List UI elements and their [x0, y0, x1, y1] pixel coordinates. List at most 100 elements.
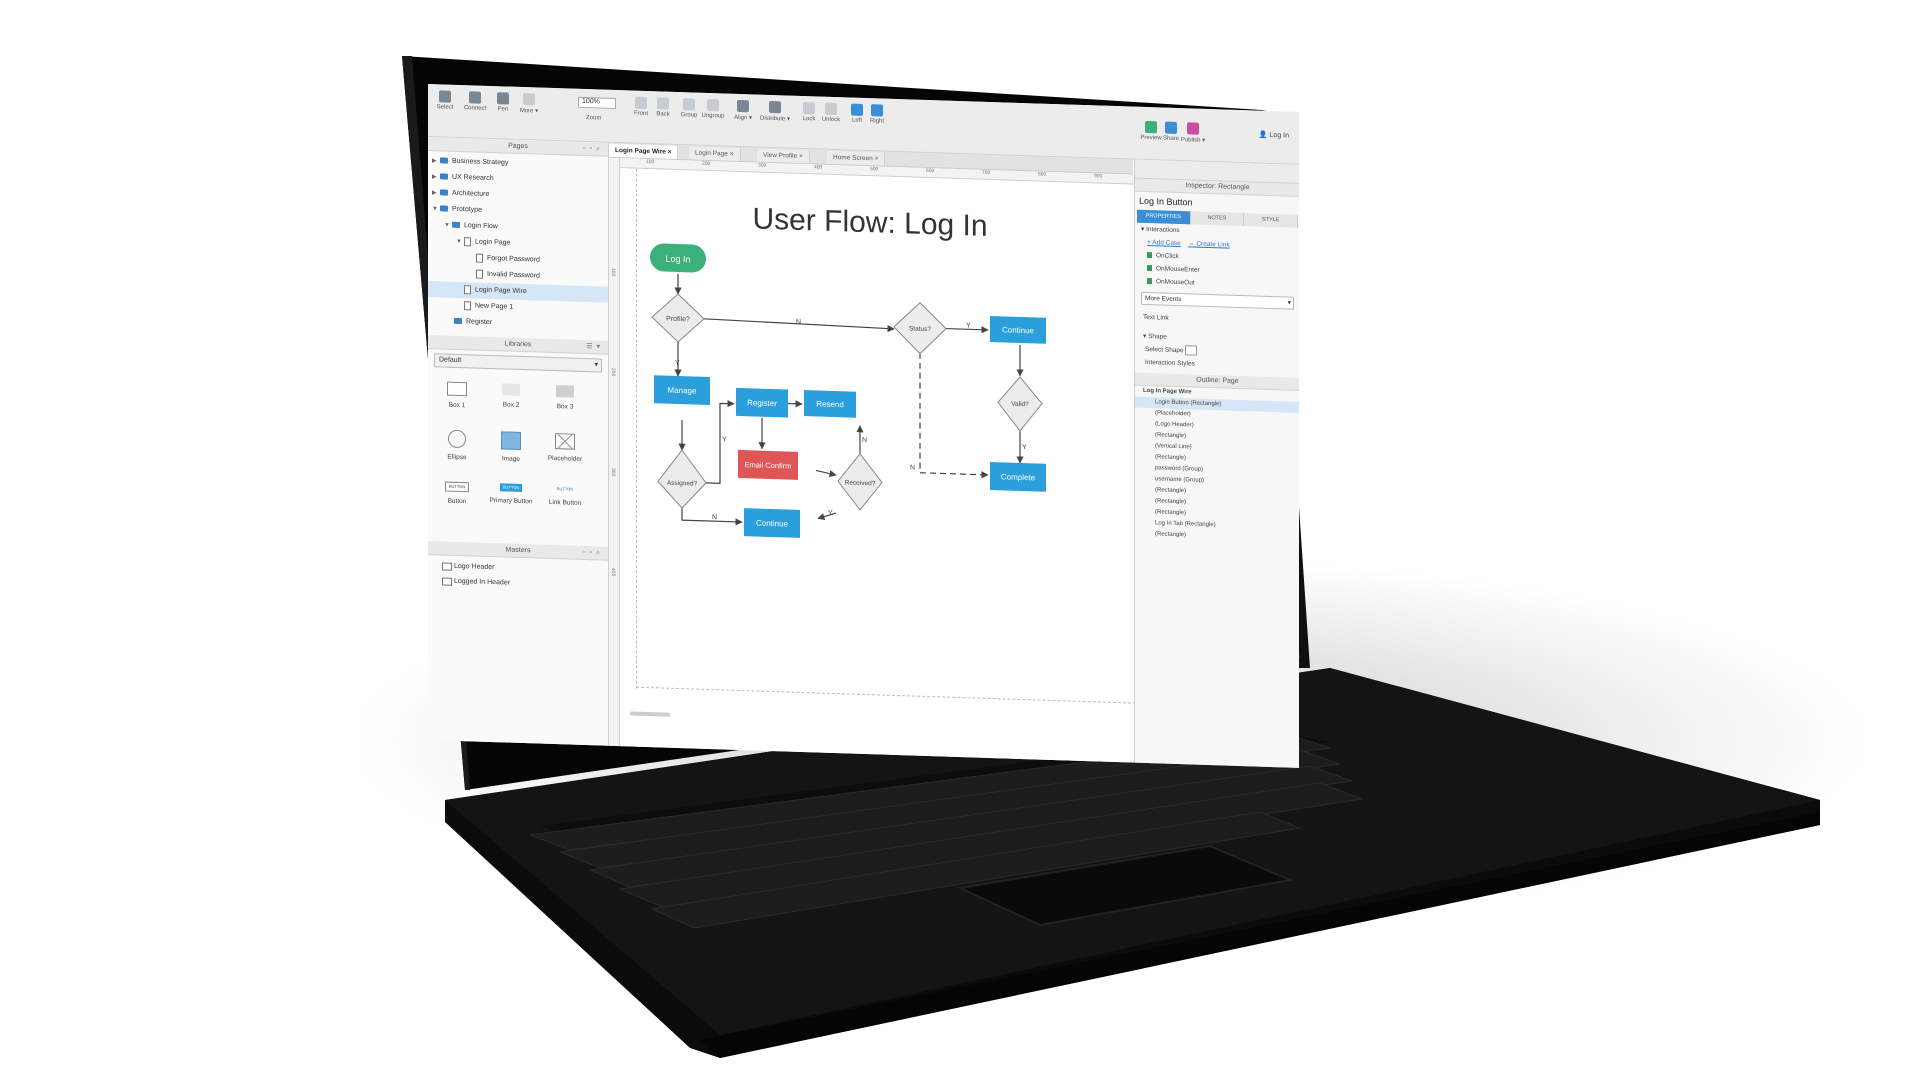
distribute-icon — [769, 100, 781, 114]
select-icon — [439, 90, 451, 103]
tab-home-screen[interactable]: Home Screen × — [827, 150, 886, 166]
node-manage[interactable]: Manage — [654, 375, 710, 406]
send-back-icon — [657, 97, 669, 110]
edge-label-received-n: N — [862, 437, 867, 444]
node-resend[interactable]: Resend — [804, 390, 856, 418]
chevron-down-icon: ▾ — [594, 361, 598, 369]
svg-text:Valid?: Valid? — [1011, 401, 1029, 409]
svg-text:Log In: Log In — [665, 254, 690, 265]
page-icon — [464, 236, 471, 247]
svg-text:Email Confirm: Email Confirm — [744, 460, 791, 471]
horizontal-scrollbar[interactable] — [630, 711, 670, 717]
node-assigned-decision[interactable]: Assigned? — [657, 449, 707, 509]
library-ellipse[interactable]: Ellipse — [432, 429, 482, 462]
edge-label-status-n: N — [910, 464, 915, 471]
more-tool[interactable]: More ▾ — [512, 93, 546, 115]
select-tool[interactable]: Select — [428, 90, 462, 111]
svg-text:Received?: Received? — [845, 479, 876, 487]
svg-text:Profile?: Profile? — [666, 316, 690, 324]
close-icon[interactable]: × — [799, 152, 803, 160]
node-status-decision[interactable]: Status? — [893, 302, 947, 355]
ungroup-icon — [707, 98, 719, 112]
right-button[interactable]: Right — [860, 104, 894, 125]
tab-login-page-wire[interactable]: Login Page Wire × — [609, 143, 679, 160]
unlock-icon — [825, 102, 837, 116]
libraries-pane-icons[interactable]: ☰▾ — [586, 343, 604, 351]
folder-icon — [440, 205, 448, 212]
ungroup-button[interactable]: Ungroup — [696, 98, 730, 120]
svg-text:Complete: Complete — [1001, 472, 1036, 482]
library-box-2[interactable]: Box 2 — [486, 383, 536, 410]
add-case-link[interactable]: + Add Case — [1147, 239, 1181, 248]
node-register[interactable]: Register — [736, 387, 788, 418]
right-panel-icon — [871, 104, 883, 117]
tab-view-profile[interactable]: View Profile × — [757, 148, 810, 164]
svg-text:Register: Register — [747, 398, 777, 408]
edge-label-assigned-n: N — [712, 514, 717, 521]
outline-tree: Log In Page Wire Login Button (Rectangle… — [1135, 386, 1299, 545]
close-icon[interactable]: × — [729, 150, 734, 158]
close-icon[interactable]: × — [874, 155, 879, 163]
library-box-1[interactable]: Box 1 — [432, 381, 482, 410]
edge-label-profile-n: N — [796, 319, 801, 326]
keyboard — [529, 734, 1364, 929]
library-select[interactable]: Default▾ — [434, 353, 602, 373]
masters-pane-icons[interactable]: ▫▫⌕ — [583, 548, 604, 557]
node-valid-decision[interactable]: Valid? — [997, 376, 1043, 432]
node-complete[interactable]: Complete — [990, 461, 1046, 492]
svg-text:Assigned?: Assigned? — [667, 480, 698, 488]
left-panel: Pages ▫▫⌕ ▶Business Strategy ▶UX Researc… — [428, 137, 609, 753]
pages-pane-icons[interactable]: ▫▫⌕ — [583, 144, 604, 153]
user-icon: 👤 — [1258, 131, 1270, 139]
publish-icon — [1187, 122, 1199, 135]
node-continue-top[interactable]: Continue — [990, 315, 1046, 344]
chevron-down-icon: ▾ — [1287, 299, 1291, 307]
close-icon[interactable]: × — [667, 148, 672, 156]
publish-button[interactable]: Publish ▾ — [1176, 122, 1210, 144]
zoom-label: Zoom — [586, 115, 602, 122]
folder-icon — [440, 157, 448, 164]
edge-label-assigned-y: Y — [722, 436, 727, 443]
tab-login-page[interactable]: Login Page × — [689, 146, 741, 161]
distribute-button[interactable]: Distribute ▾ — [758, 100, 792, 123]
placeholder-icon — [555, 433, 575, 450]
pages-tree: ▶Business Strategy ▶UX Research ▶Archite… — [428, 151, 608, 335]
edge-label-received-y: Y — [828, 510, 833, 517]
edge-label-valid-y: Y — [1022, 444, 1027, 451]
login-link[interactable]: 👤 Log In — [1258, 131, 1289, 140]
zoom-select[interactable]: 100% — [578, 96, 616, 110]
svg-text:Manage: Manage — [668, 386, 697, 396]
node-received-decision[interactable]: Received? — [837, 453, 883, 511]
node-email-confirm[interactable]: Email Confirm — [738, 449, 798, 480]
library-box-3[interactable]: Box 3 — [540, 385, 590, 412]
text-link-row[interactable]: Text Link — [1143, 313, 1169, 322]
ruler-left: 100 200 300 400 — [609, 157, 620, 754]
folder-icon — [440, 189, 448, 196]
folder-icon — [452, 221, 460, 229]
align-button[interactable]: Align ▾ — [726, 99, 760, 122]
flow-diagram: N Y Y N Y N N Y Y Log In Profile? Ma — [650, 243, 1046, 538]
pen-icon — [497, 92, 509, 105]
svg-text:Status?: Status? — [909, 325, 931, 333]
node-continue-bottom[interactable]: Continue — [744, 508, 800, 538]
svg-text:Continue: Continue — [756, 518, 789, 528]
libraries-pane-header: Libraries ☰▾ — [428, 335, 608, 355]
library-image[interactable]: Image — [486, 431, 536, 464]
library-placeholder[interactable]: Placeholder — [540, 433, 590, 464]
trackpad — [956, 844, 1294, 927]
design-canvas[interactable]: User Flow: Log In — [620, 168, 1136, 768]
svg-text:Resend: Resend — [816, 399, 844, 409]
node-profile-decision[interactable]: Profile? — [651, 293, 705, 343]
event-icon — [1147, 265, 1152, 272]
more-events-select[interactable]: More Events▾ — [1141, 291, 1294, 310]
page-icon — [476, 269, 483, 279]
folder-icon — [454, 317, 462, 325]
shape-picker[interactable] — [1185, 345, 1198, 356]
create-link-link[interactable]: ⇔ Create Link — [1188, 240, 1230, 249]
edge-label-profile-y: Y — [675, 360, 680, 367]
node-login[interactable]: Log In — [650, 243, 706, 273]
app-screen: Select Connect Pen More ▾ 100% Zoom Fron… — [428, 84, 1299, 768]
